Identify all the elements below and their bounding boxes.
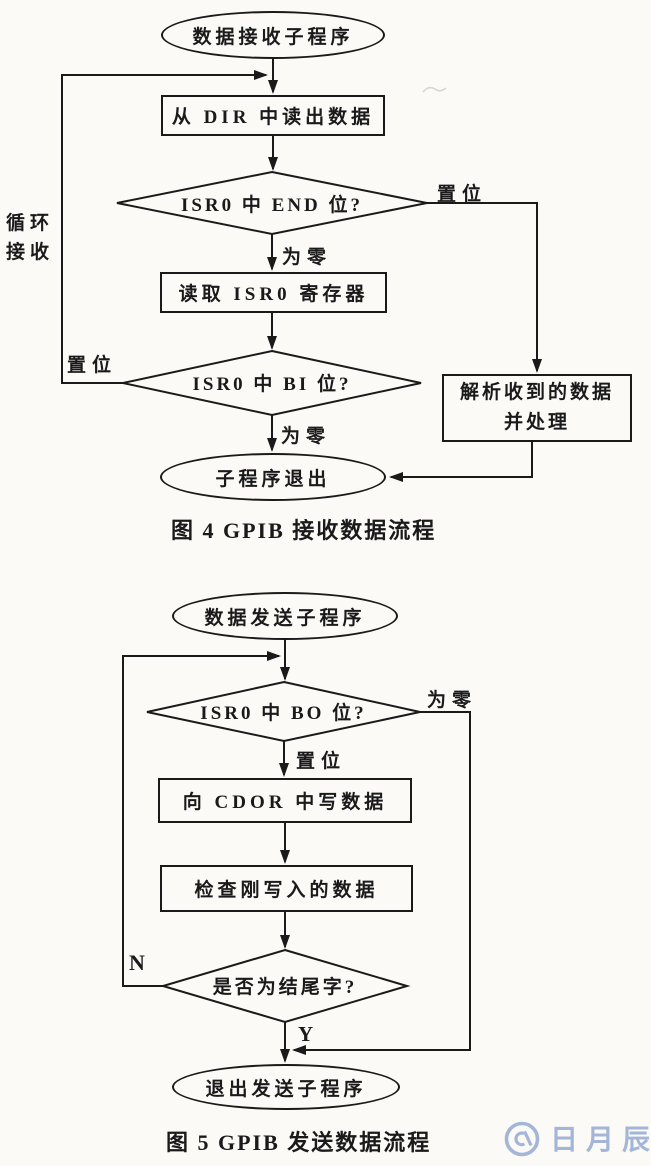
fig4-node-end-bit: ISR0 中 END 位? <box>117 174 427 232</box>
fig5-loop-n-line <box>123 651 281 986</box>
fig4-node-parse-line2: 并处理 <box>503 412 570 433</box>
fig4-label-set-left: 置位 <box>67 355 118 376</box>
fig5-node-exit-label: 退出发送子程序 <box>205 1078 367 1100</box>
fig4-node-exit: 子程序退出 <box>160 453 386 501</box>
fig4-label-set-right: 置位 <box>437 184 488 205</box>
fig4-caption: 图 4 GPIB 接收数据流程 <box>171 518 437 543</box>
fig4-node-read-dir: 从 DIR 中读出数据 <box>161 95 385 136</box>
fig5-node-bo-bit-label: ISR0 中 BO 位? <box>200 703 367 724</box>
fig5-node-end-word-label: 是否为结尾字? <box>212 976 358 998</box>
fig5-node-exit: 退出发送子程序 <box>172 1064 400 1110</box>
fig5-node-check-written: 检查刚写入的数据 <box>160 865 413 912</box>
watermark: 日月辰 <box>503 1118 651 1158</box>
fig5-label-y: Y <box>298 1022 314 1046</box>
fig5-node-write-cdor: 向 CDOR 中写数据 <box>158 778 412 823</box>
fig5-label-n: N <box>129 950 145 975</box>
fig4-line-parse-to-exit <box>389 442 532 482</box>
fig4-node-read-isr0-label: 读取 ISR0 寄存器 <box>178 284 369 305</box>
fig5-label-set: 置位 <box>296 751 347 772</box>
fig4-node-exit-label: 子程序退出 <box>215 468 331 490</box>
fig4-loop-receive-line <box>62 70 268 383</box>
fig4-node-parse: 解析收到的数据 并处理 <box>442 374 632 442</box>
fig4-node-bi-bit: ISR0 中 BI 位? <box>123 353 421 411</box>
fig5-node-start-label: 数据发送子程序 <box>204 607 366 629</box>
watermark-text: 日月辰 <box>550 1125 651 1156</box>
fig4-node-parse-line1: 解析收到的数据 <box>459 382 614 403</box>
fig5-branch-zero-line <box>292 712 470 1055</box>
fig5-node-write-cdor-label: 向 CDOR 中写数据 <box>182 792 388 813</box>
fig4-branch-set-to-parse <box>427 203 542 373</box>
fig4-label-loop-receive: 循环 接收 <box>6 209 54 267</box>
fig4-label-zero-top: 为零 <box>282 247 333 268</box>
fig4-node-read-dir-label: 从 DIR 中读出数据 <box>171 107 375 128</box>
scan-artifact-squiggle <box>423 88 446 92</box>
fig4-node-read-isr0: 读取 ISR0 寄存器 <box>160 272 387 313</box>
fig5-node-check-written-label: 检查刚写入的数据 <box>194 880 379 901</box>
fig4-node-start: 数据接收子程序 <box>161 11 385 59</box>
fig5-node-start: 数据发送子程序 <box>172 592 398 640</box>
fig4-label-zero-bottom: 为零 <box>281 426 332 447</box>
fig5-label-zero: 为零 <box>427 690 478 711</box>
fig5-node-bo-bit: ISR0 中 BO 位? <box>147 684 420 739</box>
fig4-label-loop-line1: 循环 <box>6 213 55 234</box>
fig4-node-bi-bit-label: ISR0 中 BI 位? <box>192 373 352 395</box>
fig5-node-end-word: 是否为结尾字? <box>163 952 407 1018</box>
fig4-label-loop-line2: 接收 <box>6 242 55 263</box>
fig5-caption: 图 5 GPIB 发送数据流程 <box>166 1130 432 1155</box>
watermark-logo-icon <box>504 1121 540 1157</box>
fig4-node-end-bit-label: ISR0 中 END 位? <box>180 194 364 216</box>
fig4-node-start-label: 数据接收子程序 <box>192 26 354 48</box>
